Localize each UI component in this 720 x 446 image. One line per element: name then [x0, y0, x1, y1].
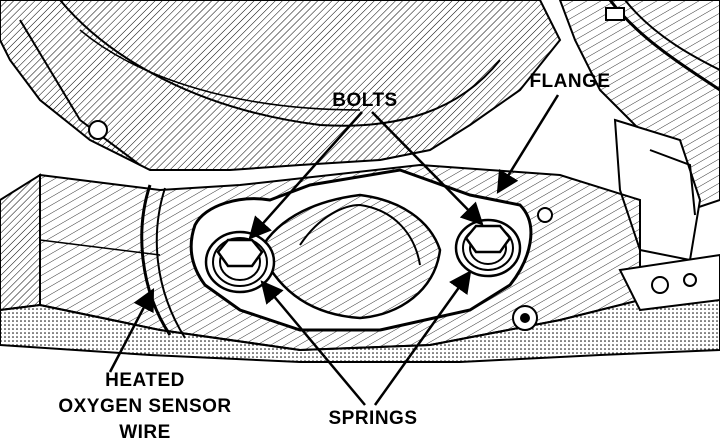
left-bolt	[204, 230, 276, 294]
flange-label: FLANGE	[529, 71, 611, 92]
heated-oxygen-sensor-wire-label: HEATED OXYGEN SENSOR WIRE	[45, 368, 245, 446]
sensor-label-line-3: WIRE	[119, 422, 171, 443]
leader-lines	[108, 94, 560, 406]
sensor-label-line-2: OXYGEN SENSOR	[58, 396, 232, 417]
right-components	[558, 0, 720, 262]
underbody	[0, 253, 720, 363]
upper-housing	[0, 0, 562, 171]
sensor-label-line-1: HEATED	[105, 370, 185, 391]
right-bolt	[454, 218, 522, 278]
bolts-label: BOLTS	[332, 90, 398, 111]
springs-label: SPRINGS	[328, 408, 418, 429]
